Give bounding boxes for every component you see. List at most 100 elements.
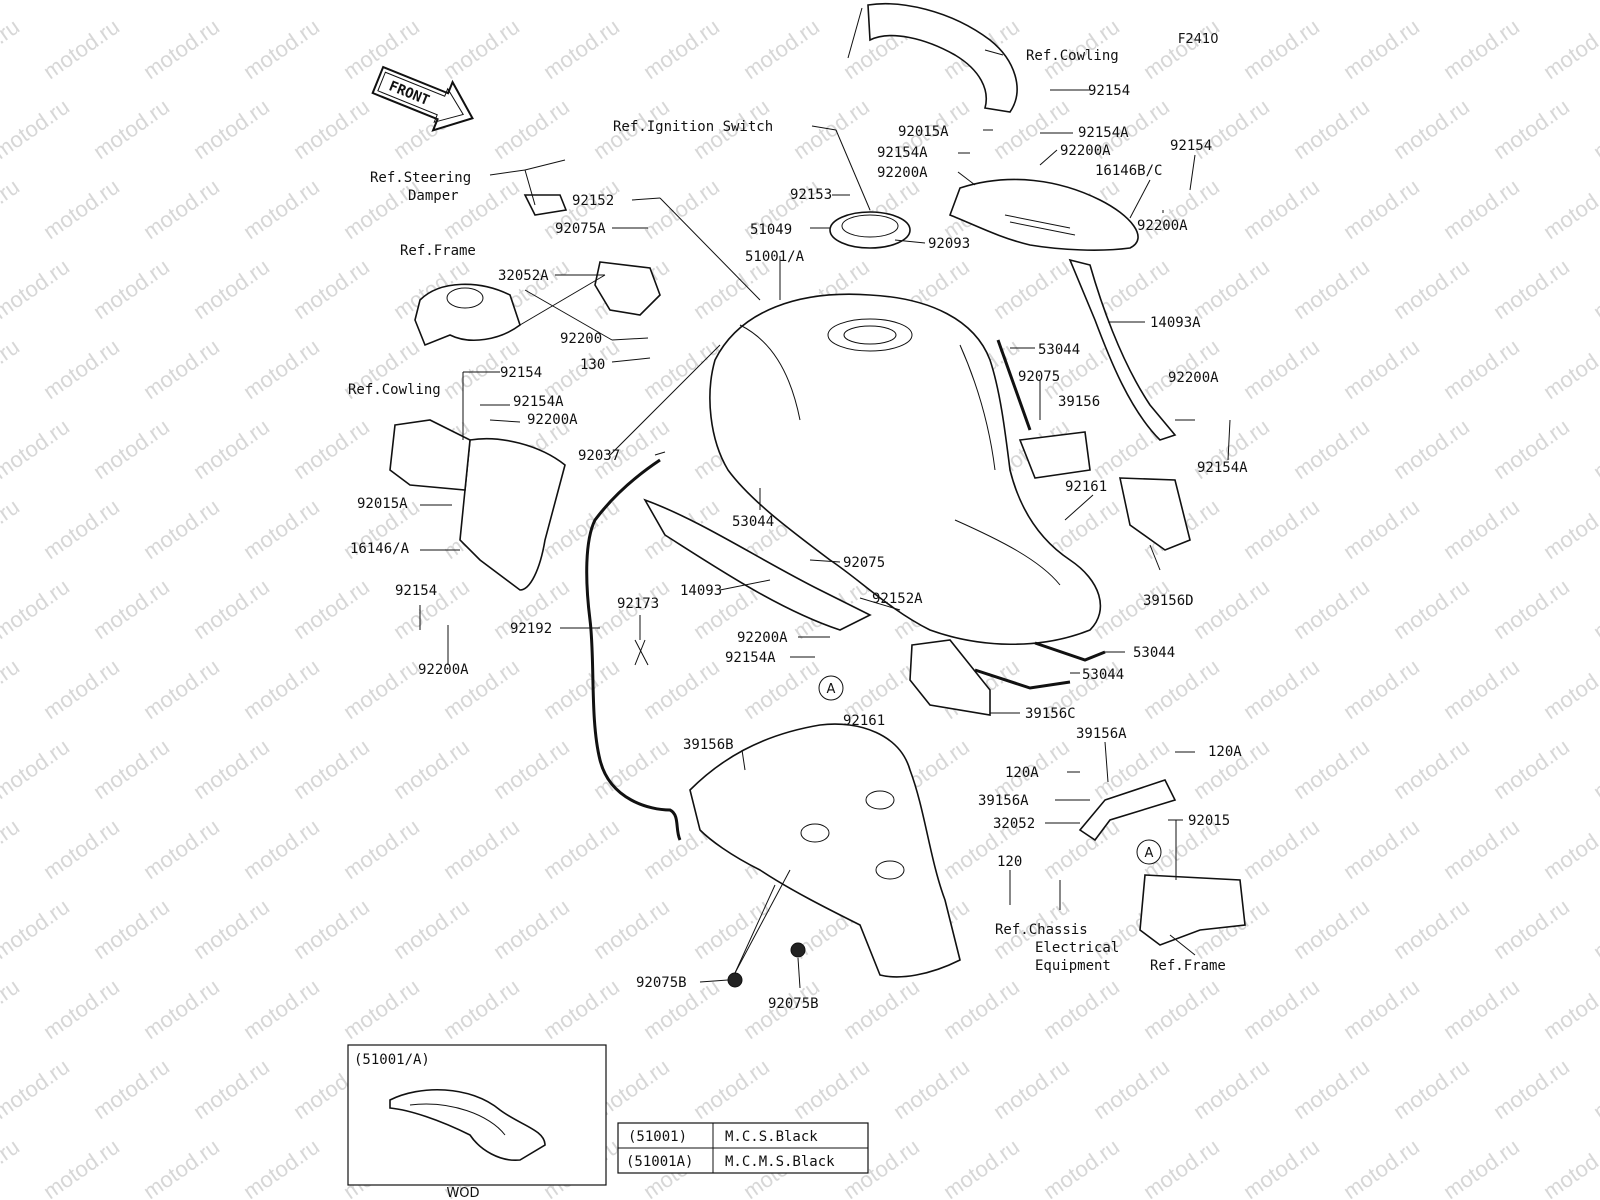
label-92152A: 92152A — [872, 591, 923, 607]
watermark-text: motod.ru — [0, 894, 74, 964]
watermark-text: motod.ru — [1489, 574, 1574, 644]
label-ref-frame-right: Ref.Frame — [1150, 958, 1226, 974]
label-92161-top: 92161 — [1065, 479, 1107, 495]
label-92200A-right: 92200A — [1137, 218, 1188, 234]
label-92154A-top-2: 92154A — [877, 145, 928, 161]
watermark-text: motod.ru — [1339, 654, 1424, 724]
watermark-text: motod.ru — [639, 174, 724, 244]
watermark-text: motod.ru — [1539, 974, 1600, 1044]
hose-clamp-part — [634, 639, 649, 666]
watermark-text: motod.ru — [289, 254, 374, 324]
watermark-text: motod.ru — [389, 0, 474, 4]
label-39156A-1: 39156A — [1076, 726, 1127, 742]
watermark-text: motod.ru — [989, 1054, 1074, 1124]
watermark-text: motod.ru — [889, 1054, 974, 1124]
label-16146BC: 16146B/C — [1095, 163, 1162, 179]
watermark-text: motod.ru — [1239, 334, 1324, 404]
label-53044-r1: 53044 — [1133, 645, 1175, 661]
watermark-text: motod.ru — [1489, 1054, 1574, 1124]
legend-color-1: M.C.S.Black — [725, 1129, 818, 1145]
watermark-text: motod.ru — [1439, 1134, 1524, 1200]
tray-39156B-part — [689, 723, 961, 978]
watermark-text: motod.ru — [1539, 494, 1600, 564]
watermark-text: motod.ru — [1439, 14, 1524, 84]
watermark-text: motod.ru — [389, 734, 474, 804]
watermark-text: motod.ru — [489, 94, 574, 164]
label-92154A-top-1: 92154A — [1078, 125, 1129, 141]
watermark-text: motod.ru — [239, 814, 324, 884]
watermark-text: motod.ru — [189, 94, 274, 164]
watermark-text: motod.ru — [1039, 974, 1124, 1044]
reference-a-icon — [818, 675, 844, 701]
watermark-text: motod.ru — [39, 1134, 124, 1200]
label-92075-right: 92075 — [1018, 369, 1060, 385]
label-92015: 92015 — [1188, 813, 1230, 829]
label-14093: 14093 — [680, 583, 722, 599]
label-92200A-mid: 92200A — [737, 630, 788, 646]
watermark-text: motod.ru — [989, 254, 1074, 324]
watermark-text: motod.ru — [0, 334, 24, 404]
watermark-text: motod.ru — [1289, 414, 1374, 484]
watermark-text: motod.ru — [1439, 974, 1524, 1044]
watermark-text: motod.ru — [1589, 0, 1600, 4]
watermark-text: motod.ru — [189, 1054, 274, 1124]
watermark-text: motod.ru — [1539, 654, 1600, 724]
label-92015A-top: 92015A — [898, 124, 949, 140]
label-92154-right: 92154 — [1170, 138, 1212, 154]
watermark-text: motod.ru — [39, 174, 124, 244]
watermark-text: motod.ru — [539, 814, 624, 884]
watermark-text: motod.ru — [89, 94, 174, 164]
watermark-text: motod.ru — [389, 894, 474, 964]
watermark-text: motod.ru — [1539, 174, 1600, 244]
watermark-text: motod.ru — [1239, 174, 1324, 244]
watermark-text: motod.ru — [89, 1054, 174, 1124]
svg-text:A: A — [827, 682, 836, 697]
watermark-text: motod.ru — [489, 734, 574, 804]
label-92200A-left: 92200A — [527, 412, 578, 428]
watermark-text: motod.ru — [1139, 654, 1224, 724]
drain-hose-part — [585, 458, 682, 841]
watermark-text: motod.ru — [89, 734, 174, 804]
watermark-text: motod.ru — [689, 1054, 774, 1124]
label-53044-r2: 53044 — [1082, 667, 1124, 683]
watermark-text: motod.ru — [39, 14, 124, 84]
watermark-text: motod.ru — [989, 0, 1074, 4]
legend-code-2: (51001A) — [626, 1154, 693, 1170]
watermark-text: motod.ru — [1539, 814, 1600, 884]
watermark-text: motod.ru — [889, 0, 974, 4]
label-16146A: 16146/A — [350, 541, 410, 557]
label-32052A: 32052A — [498, 268, 549, 284]
label-92075B-1: 92075B — [636, 975, 687, 991]
watermark-text: motod.ru — [39, 334, 124, 404]
label-92200A-r2: 92200A — [1168, 370, 1219, 386]
inset-tank-part — [389, 1088, 546, 1161]
watermark-text: motod.ru — [1439, 494, 1524, 564]
watermark-text: motod.ru — [1489, 0, 1574, 4]
watermark-text: motod.ru — [289, 734, 374, 804]
watermark-text: motod.ru — [0, 94, 74, 164]
watermark-text: motod.ru — [1139, 974, 1224, 1044]
frame-right-part — [1139, 874, 1246, 946]
label-51049: 51049 — [750, 222, 792, 238]
watermark-text: motod.ru — [1489, 894, 1574, 964]
watermark-text: motod.ru — [0, 1134, 24, 1200]
watermark-text: motod.ru — [0, 734, 74, 804]
fuel-cap-part — [829, 211, 911, 249]
label-92154-bl: 92154 — [395, 583, 437, 599]
watermark-text: motod.ru — [1439, 334, 1524, 404]
watermark-text: motod.ru — [1239, 814, 1324, 884]
watermark-text: motod.ru — [1339, 174, 1424, 244]
watermark-text: motod.ru — [1189, 0, 1274, 4]
bracket-32052-part — [1078, 779, 1177, 842]
watermark-text: motod.ru — [589, 0, 674, 4]
watermark-text: motod.ru — [339, 974, 424, 1044]
watermark-text: motod.ru — [639, 14, 724, 84]
label-39156D: 39156D — [1143, 593, 1194, 609]
watermark-text: motod.ru — [1339, 494, 1424, 564]
figure-code: F2410 — [1178, 32, 1219, 47]
watermark-text: motod.ru — [289, 94, 374, 164]
watermark-text: motod.ru — [139, 14, 224, 84]
watermark-text: motod.ru — [1289, 894, 1374, 964]
watermark-text: motod.ru — [489, 894, 574, 964]
watermark-text: motod.ru — [1589, 254, 1600, 324]
